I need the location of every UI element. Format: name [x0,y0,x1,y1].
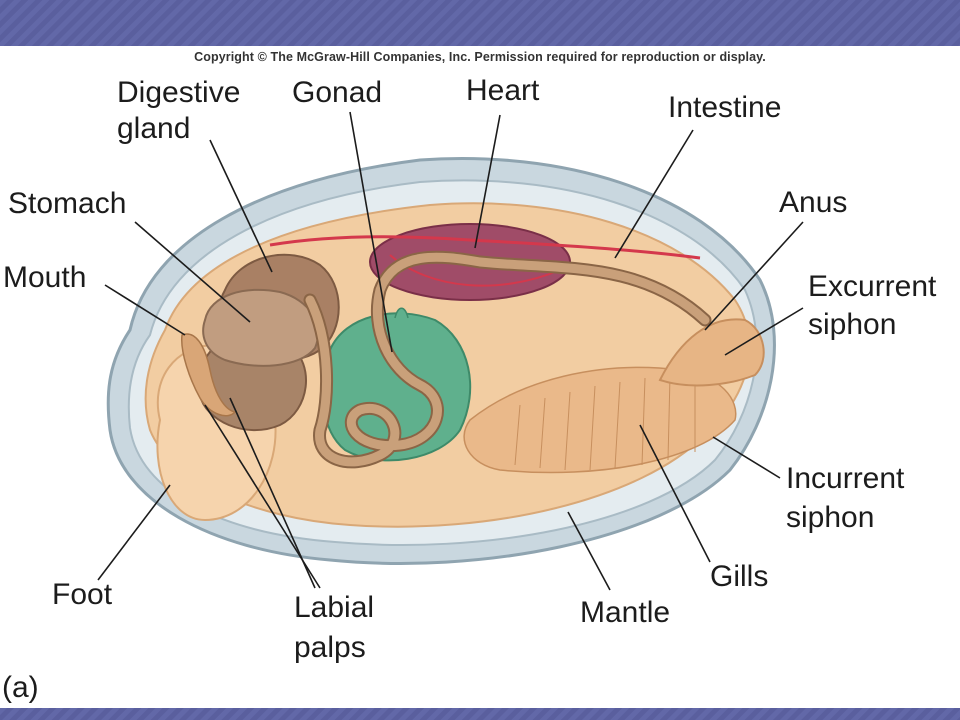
leader-stomach [134,221,251,323]
siphon-shape [658,318,765,387]
leader-mantle [567,511,611,591]
leader-anus [704,221,804,331]
intestine-fill [305,252,710,467]
label-anus: Anus [779,186,847,219]
label-gonad: Gonad [292,76,382,109]
label-excurrent-siphon-1: Excurrent [808,270,937,303]
bottom-banner [0,708,960,720]
label-digestive-gland-2: gland [117,112,190,145]
leader-lines [97,111,804,591]
leader-foot [97,484,171,581]
label-mantle: Mantle [580,596,670,629]
label-labial-palps-1: Labial [294,591,374,624]
labial-palps-shape [181,333,237,417]
leader-excurrent-siphon [724,307,804,356]
label-intestine: Intestine [668,91,781,124]
leader-gills [639,424,711,563]
gonad-tip [394,307,409,319]
label-heart: Heart [466,74,540,107]
leader-labial-palps-b [229,397,316,589]
stomach-shape [202,288,320,367]
leader-intestine [614,129,694,259]
gill-striations [514,375,696,471]
label-incurrent-siphon-1: Incurrent [786,462,905,495]
label-stomach: Stomach [8,187,126,220]
panel-letter: (a) [2,671,39,704]
leader-mouth [104,284,186,336]
leader-incurrent-siphon [712,436,781,479]
label-foot: Foot [52,578,113,611]
label-digestive-gland-1: Digestive [117,76,240,109]
leader-heart [474,114,501,249]
label-incurrent-siphon-2: siphon [786,501,874,534]
leader-digestive-gland [209,139,273,273]
leader-gonad [349,111,393,353]
label-mouth: Mouth [3,261,86,294]
top-banner [0,0,960,46]
label-labial-palps-2: palps [294,631,366,664]
label-excurrent-siphon-2: siphon [808,308,896,341]
copyright-notice: Copyright © The McGraw-Hill Companies, I… [194,50,766,64]
label-gills: Gills [710,560,768,593]
heart-vessel [269,235,701,260]
